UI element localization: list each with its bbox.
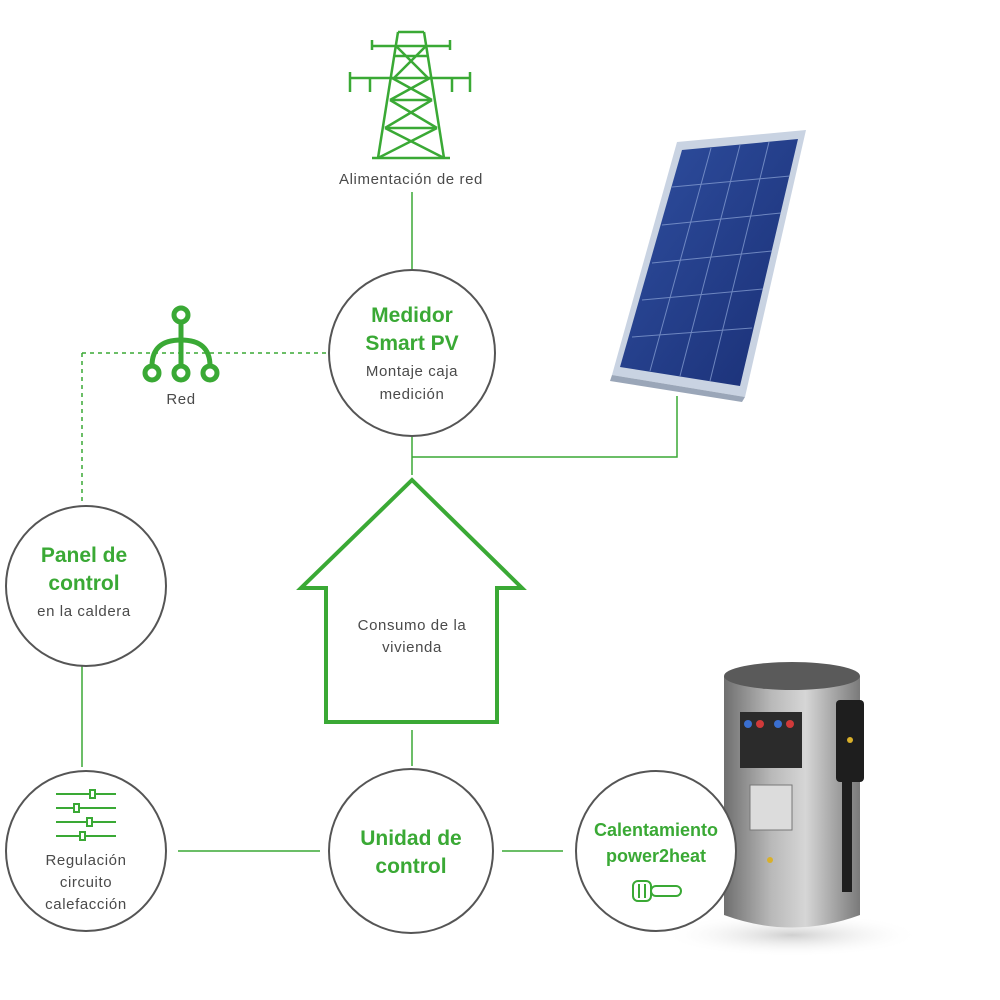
house-label-2: vivienda [382, 639, 442, 656]
line-pv-meter [412, 396, 678, 458]
house-icon: Consumo de la vivienda [296, 477, 527, 724]
solar-panel-image [610, 130, 806, 402]
power2heat-title-1: Calentamiento [594, 820, 718, 840]
control-panel-node[interactable]: Panel de control en la caldera [5, 505, 167, 667]
control-unit-title-1: Unidad de [360, 827, 462, 850]
regulation-label-3: calefacción [45, 896, 127, 913]
regulation-label-1: Regulación [45, 852, 126, 869]
smart-meter-title-1: Medidor [371, 304, 453, 327]
network-label: Red [166, 391, 195, 408]
sliders-icon [56, 789, 116, 841]
smart-meter-title-2: Smart PV [365, 332, 458, 355]
power2heat-node[interactable]: Calentamiento power2heat [575, 770, 737, 932]
control-panel-title-1: Panel de [41, 544, 127, 567]
network-icon [142, 305, 220, 383]
smart-meter-sub-2: medición [380, 386, 445, 403]
regulation-label-2: circuito [60, 874, 112, 891]
transmission-tower-icon [348, 30, 472, 160]
power2heat-title-2: power2heat [606, 846, 706, 866]
storage-tank-image [662, 662, 922, 957]
heating-regulation-node[interactable]: Regulación circuito calefacción [5, 770, 167, 932]
control-panel-sub: en la caldera [37, 603, 131, 620]
grid-power-label: Alimentación de red [339, 171, 483, 188]
control-unit-node[interactable]: Unidad de control [328, 768, 494, 934]
connections [81, 192, 678, 852]
smart-meter-node[interactable]: Medidor Smart PV Montaje caja medición [328, 269, 496, 437]
house-label-1: Consumo de la [358, 617, 467, 634]
smart-meter-sub-1: Montaje caja [366, 363, 458, 380]
control-panel-title-2: control [48, 572, 119, 595]
control-unit-title-2: control [375, 855, 446, 878]
heating-element-icon [632, 880, 682, 902]
